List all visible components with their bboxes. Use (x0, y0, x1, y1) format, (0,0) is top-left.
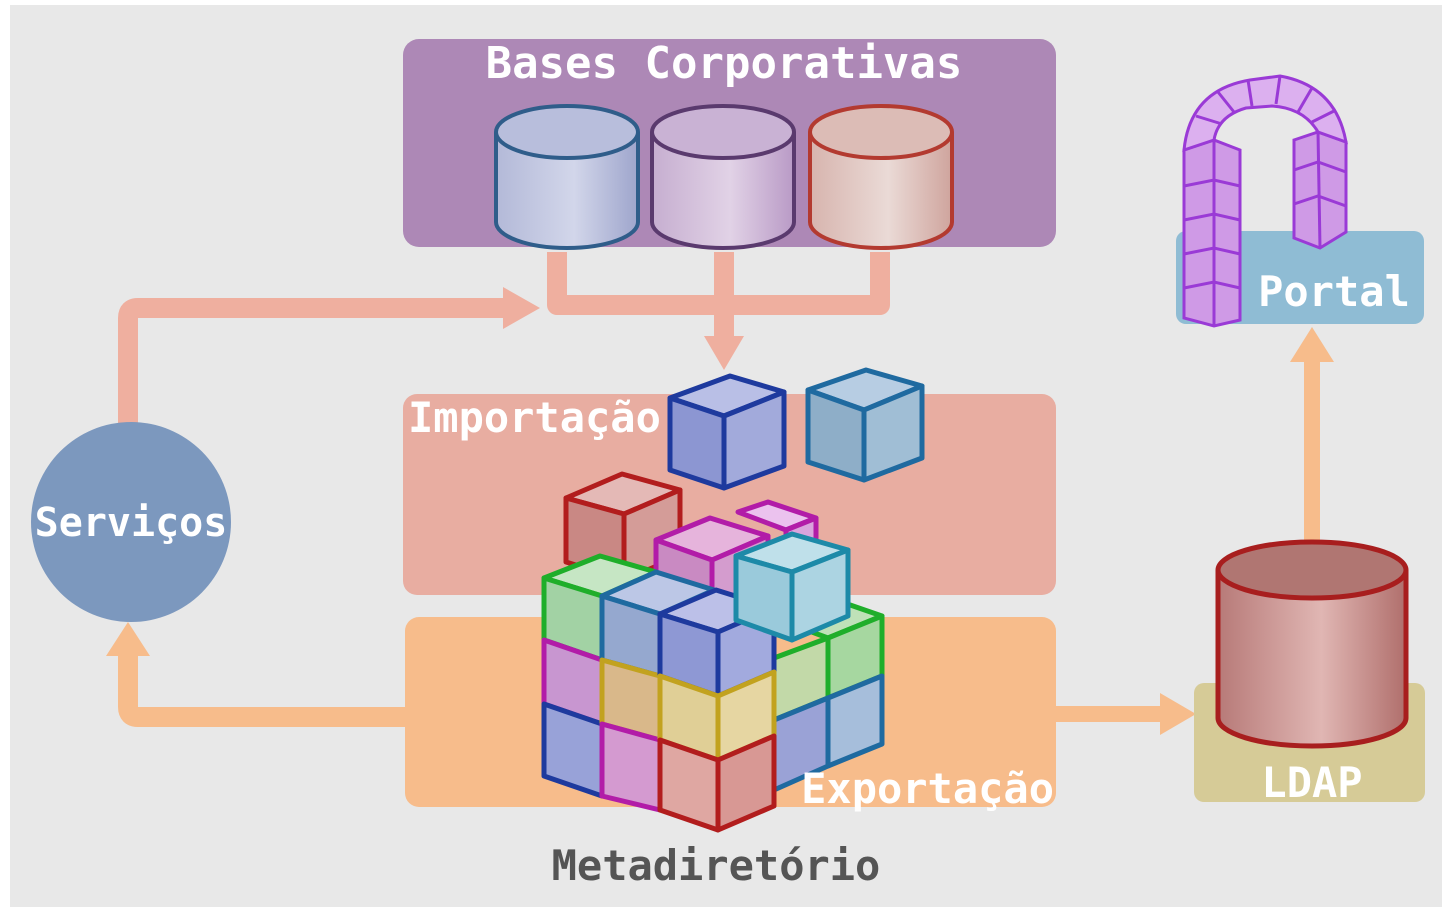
cube-icon (771, 673, 885, 793)
cube-icon (599, 569, 717, 679)
bases-title: Bases Corporativas (486, 38, 963, 89)
cube-icon (667, 373, 787, 491)
cube-icon (657, 733, 777, 833)
database-icon (1215, 539, 1409, 749)
export-to-services-flow (118, 650, 408, 727)
portal-label: Portal (1258, 267, 1410, 316)
metadirectory-cube-stack (541, 471, 885, 833)
arrow-icon (106, 622, 150, 656)
database-icon (494, 104, 640, 250)
exportacao-label: Exportação (801, 764, 1054, 813)
arrow-icon (1160, 693, 1196, 735)
import-flow (547, 252, 890, 340)
database-icon (808, 104, 954, 250)
ldap-label: LDAP (1261, 758, 1362, 807)
metadiretorio-caption: Metadiretório (552, 841, 881, 890)
arrow-icon (704, 336, 744, 370)
arrow-icon (503, 287, 540, 329)
database-icon (650, 104, 796, 250)
cube-icon (599, 721, 663, 813)
bases-corporativas-group: Bases Corporativas (403, 38, 1056, 250)
servicos-label: Serviços (35, 500, 228, 546)
arrow-icon (1290, 327, 1334, 362)
arch-icon (1182, 74, 1348, 328)
cube-icon (733, 531, 851, 643)
cube-icon (805, 367, 925, 483)
servicos-circle (31, 422, 231, 622)
importacao-label: Importação (408, 393, 661, 442)
services-to-bases-flow (118, 298, 505, 425)
